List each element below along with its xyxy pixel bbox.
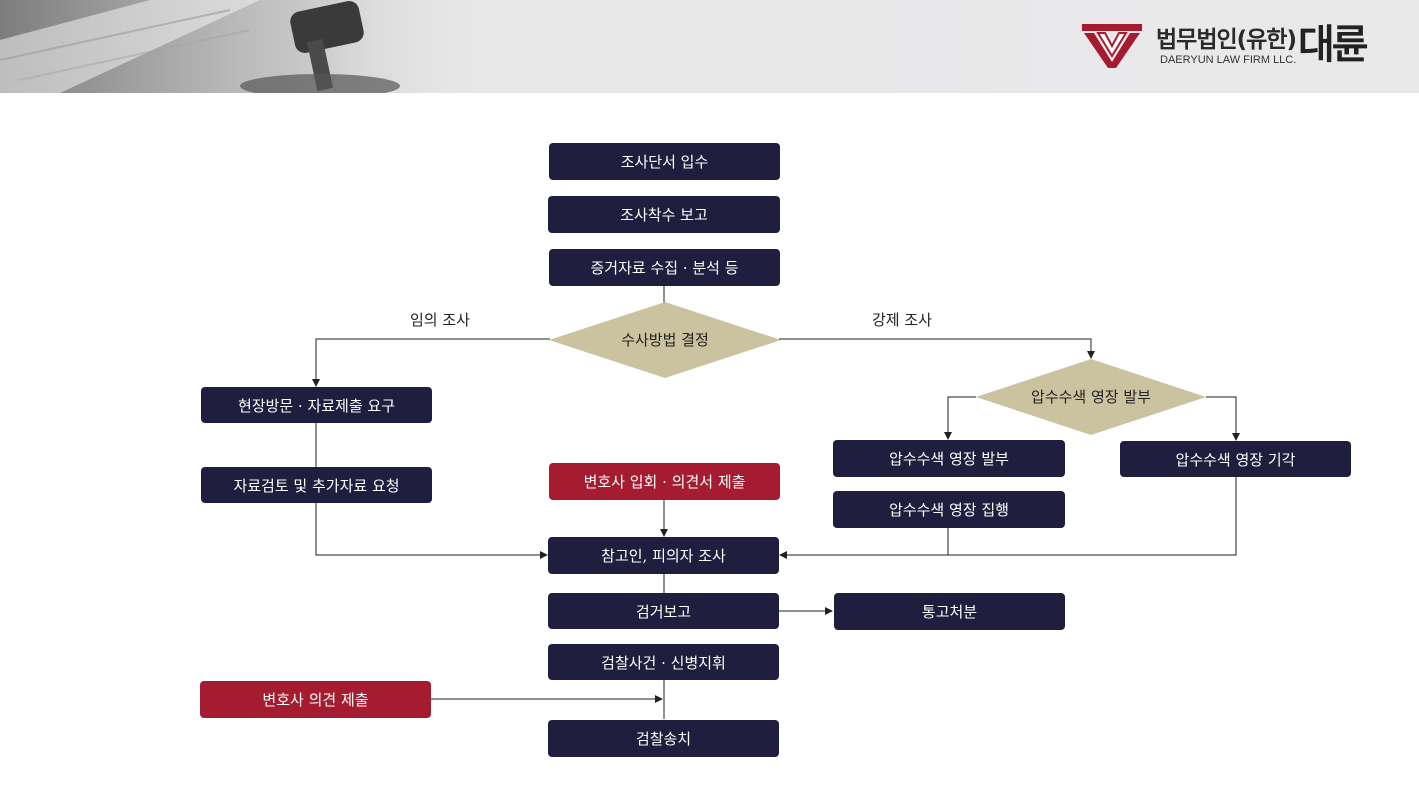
step-site-visit: 현장방문 · 자료제출 요구 (201, 387, 432, 423)
step-evidence: 증거자료 수집 · 분석 등 (549, 249, 780, 286)
step-warrant-rejected: 압수수색 영장 기각 (1120, 441, 1351, 477)
step-warrant-issued: 압수수색 영장 발부 (833, 440, 1065, 477)
step-interrogation: 참고인, 피의자 조사 (548, 537, 779, 574)
step-warrant-exec: 압수수색 영장 집행 (833, 491, 1065, 528)
step-prosecution: 검찰사건 · 신병지휘 (548, 644, 779, 680)
step-review: 자료검토 및 추가자료 요청 (201, 467, 432, 503)
brand-name-main: 대륜 (1298, 22, 1369, 68)
decision-diamond-shape (549, 302, 781, 378)
connector-warrant-issued (944, 396, 976, 440)
step-transfer: 검찰송치 (548, 720, 779, 757)
warrant-diamond-shape (976, 359, 1206, 435)
connector-compulsory-interrogation (779, 477, 1237, 559)
connector-warrant-rejected (1206, 396, 1240, 441)
decision-method: 수사방법 결정 (621, 331, 709, 349)
step-report-start: 조사착수 보고 (548, 196, 780, 233)
step-accusation-report: 검거보고 (548, 593, 779, 629)
connector-voluntary (312, 338, 550, 387)
connector-review-interrogation (315, 503, 548, 559)
gavel-photo (0, 0, 440, 93)
brand-name-prefix: 법무법인(유한) (1156, 27, 1297, 53)
header-banner: 법무법인(유한) 대륜 DAERYUN LAW FIRM LLC. (0, 0, 1419, 93)
step-start: 조사단서 입수 (549, 143, 780, 180)
label-voluntary: 임의 조사 (410, 311, 470, 329)
step-notice: 통고처분 (834, 593, 1065, 630)
daeryun-logo-icon (1082, 24, 1142, 68)
label-compulsory: 강제 조사 (872, 311, 932, 329)
brand-logo[interactable]: 법무법인(유한) 대륜 DAERYUN LAW FIRM LLC. (1080, 18, 1390, 74)
decision-warrant: 압수수색 영장 발부 (1030, 359, 1152, 435)
step-lawyer-opinion: 변호사 의견 제출 (200, 681, 431, 718)
decision-warrant-label: 압수수색 영장 발부 (1031, 388, 1151, 406)
connector-compulsory (779, 338, 1095, 359)
step-lawyer-attend: 변호사 입회 · 의견서 제출 (549, 463, 780, 500)
brand-subtitle: DAERYUN LAW FIRM LLC. (1160, 54, 1297, 66)
